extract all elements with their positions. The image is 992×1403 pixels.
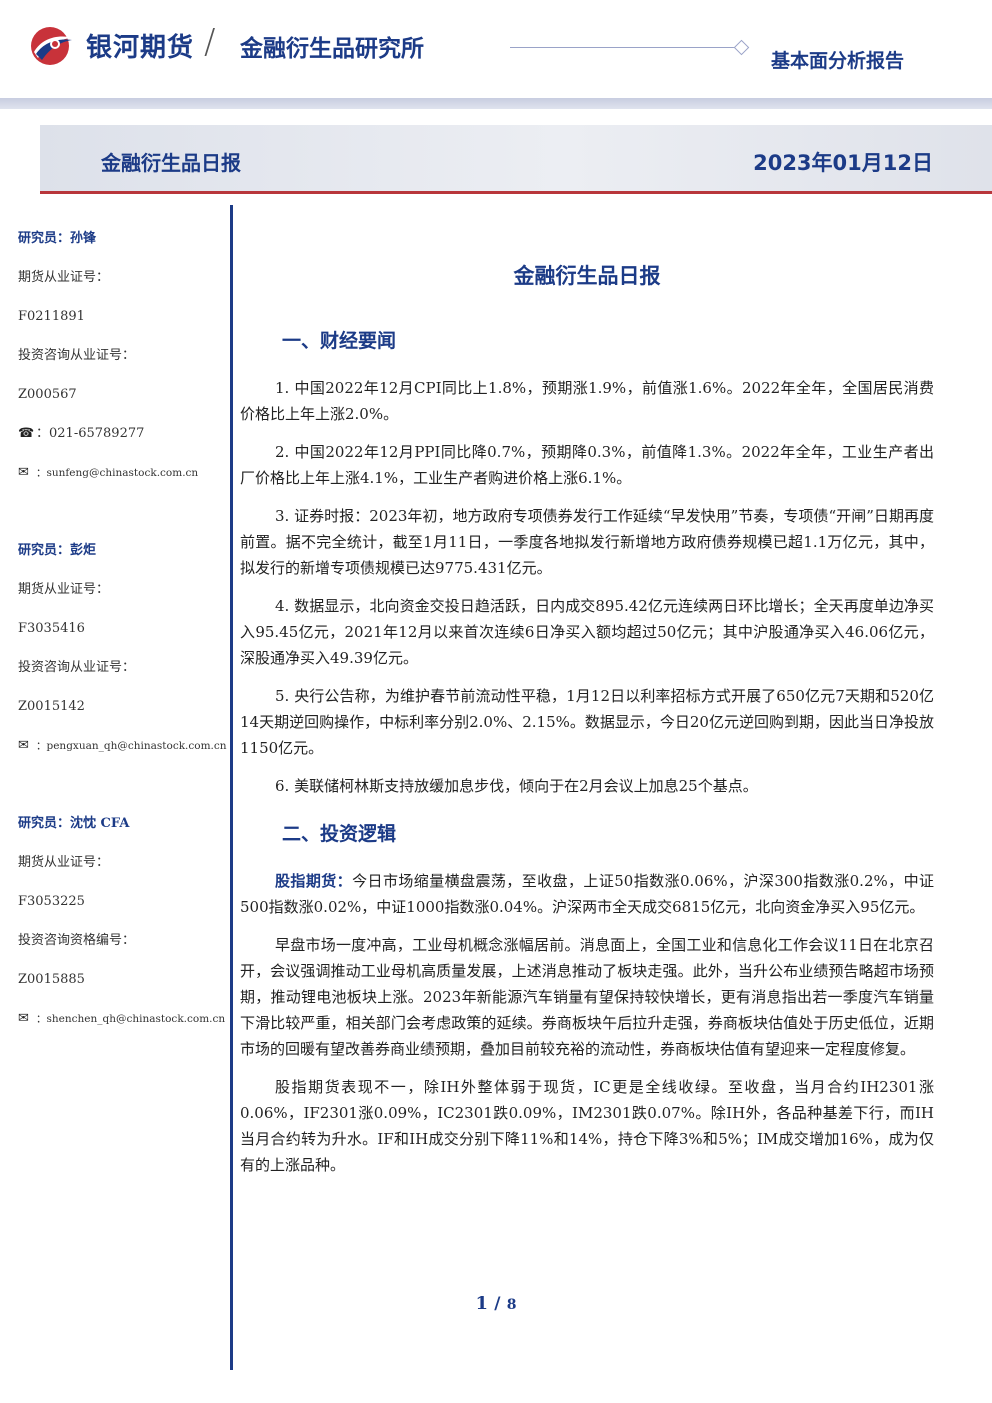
researcher-sidebar: 研究员：孙锋 期货从业证号： F0211891 投资咨询从业证号： Z00056… [18, 226, 228, 1045]
futures-cert-label: 期货从业证号： [18, 855, 110, 870]
page-header: 银河期货 / 金融衍生品研究所 基本面分析报告 [0, 0, 992, 100]
band-report-title: 金融衍生品日报 [101, 151, 241, 175]
market-paragraph: 早盘市场一度冲高，工业母机概念涨幅居前。消息面上，全国工业和信息化工作会议11日… [240, 936, 934, 1058]
news-item: 6. 美联储柯林斯支持放缓加息步伐，倾向于在2月会议上加息25个基点。 [275, 777, 758, 795]
section-title-logic: 二、投资逻辑 [282, 823, 397, 845]
advisory-cert-number: Z0015142 [18, 699, 85, 714]
futures-cert-label: 期货从业证号： [18, 582, 110, 597]
email-icon: ✉ [18, 1011, 29, 1026]
page-separator: / [494, 1294, 501, 1314]
stock-index-text: 今日市场缩量横盘震荡，至收盘，上证50指数涨0.06%，沪深300指数涨0.2%… [240, 872, 934, 916]
email-row: ✉：shenchen_qh@chinastock.com.cn [18, 1006, 228, 1045]
institute-name: 金融衍生品研究所 [240, 36, 424, 62]
email-address[interactable]: shenchen_qh@chinastock.com.cn [46, 1013, 226, 1025]
galaxy-futures-logo-icon [31, 27, 74, 65]
news-item: 2. 中国2022年12月PPI同比降0.7%，预期降0.3%，前值降1.3%。… [240, 443, 934, 487]
phone-number: 021-65789277 [49, 426, 145, 441]
email-icon: ✉ [18, 465, 29, 480]
advisory-cert-number: Z0015885 [18, 972, 85, 987]
report-date: 2023年01月12日 [753, 151, 933, 175]
futures-paragraph: 股指期货表现不一，除IH外整体弱于现货，IC更是全线收绿。至收盘，当月合约IH2… [240, 1078, 934, 1174]
researcher-card: 研究员：沈忱 CFA 期货从业证号： F3053225 投资咨询资格编号： Z0… [18, 811, 228, 1045]
title-band-accent-line [40, 191, 992, 194]
header-divider-bar [0, 98, 992, 109]
title-band [40, 125, 992, 191]
report-type: 基本面分析报告 [771, 50, 905, 72]
futures-cert-number: F0211891 [18, 309, 85, 324]
advisory-cert-number: Z000567 [18, 387, 77, 402]
news-item: 5. 央行公告称，为维护春节前流动性平稳，1月12日以利率招标方式开展了650亿… [240, 687, 934, 757]
brand-name: 银河期货 [86, 33, 195, 63]
news-item: 4. 数据显示，北向资金交投日趋活跃，日内成交895.42亿元连续两日环比增长；… [240, 597, 934, 667]
phone-icon: ☎ [18, 426, 35, 441]
researcher-card: 研究员：彭炬 期货从业证号： F3035416 投资咨询从业证号： Z00151… [18, 538, 228, 772]
brand-separator: / [204, 22, 216, 62]
phone-row: ☎：021-65789277 [18, 421, 228, 460]
header-decor-diamond [733, 39, 750, 56]
email-row: ✉：sunfeng@chinastock.com.cn [18, 460, 228, 499]
email-address[interactable]: sunfeng@chinastock.com.cn [46, 467, 199, 479]
sidebar-divider [230, 205, 233, 1370]
researcher-name: 研究员：孙锋 [18, 231, 97, 246]
stock-index-label: 股指期货： [275, 872, 353, 890]
section-title-news: 一、财经要闻 [282, 330, 397, 352]
stock-index-paragraph: 股指期货：今日市场缩量横盘震荡，至收盘，上证50指数涨0.06%，沪深300指数… [240, 868, 934, 920]
advisory-cert-label: 投资咨询从业证号： [18, 660, 136, 675]
news-item: 3. 证券时报：2023年初，地方政府专项债券发行工作延续“早发快用”节奏，专项… [240, 507, 934, 577]
researcher-name: 研究员：彭炬 [18, 543, 97, 558]
futures-cert-number: F3035416 [18, 621, 85, 636]
email-icon: ✉ [18, 738, 29, 753]
report-body: 金融衍生品日报 一、财经要闻 1. 中国2022年12月CPI同比上1.8%，预… [240, 260, 934, 1190]
advisory-cert-label: 投资咨询资格编号： [18, 933, 136, 948]
advisory-cert-label: 投资咨询从业证号： [18, 348, 136, 363]
page-number: 1 / 8 [0, 1293, 992, 1314]
document-title: 金融衍生品日报 [513, 264, 661, 288]
futures-cert-number: F3053225 [18, 894, 85, 909]
header-decor-line [510, 47, 736, 48]
news-item: 1. 中国2022年12月CPI同比上1.8%，预期涨1.9%，前值涨1.6%。… [240, 379, 934, 423]
researcher-name: 研究员：沈忱 CFA [18, 816, 130, 831]
futures-cert-label: 期货从业证号： [18, 270, 110, 285]
current-page: 1 [475, 1293, 488, 1314]
email-address[interactable]: pengxuan_qh@chinastock.com.cn [46, 740, 227, 752]
researcher-card: 研究员：孙锋 期货从业证号： F0211891 投资咨询从业证号： Z00056… [18, 226, 228, 499]
total-pages: 8 [506, 1297, 517, 1313]
email-row: ✉：pengxuan_qh@chinastock.com.cn [18, 733, 228, 772]
